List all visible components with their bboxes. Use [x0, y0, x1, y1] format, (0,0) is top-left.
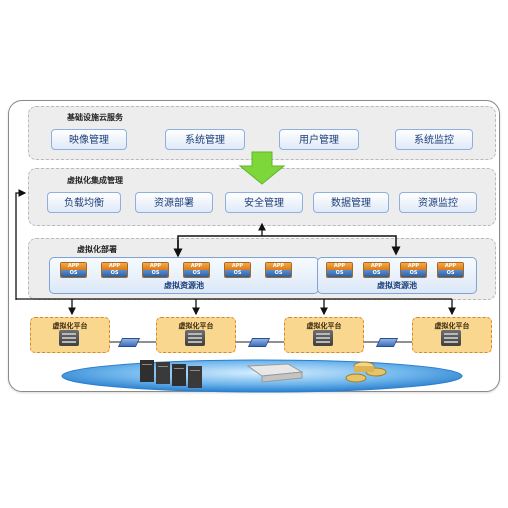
- deployment-title: 虚拟化部署: [77, 245, 117, 254]
- platform-label: 虚拟化平台: [52, 322, 88, 330]
- pool-label: 虚拟资源池: [377, 281, 417, 290]
- vm-app-label: APP: [327, 263, 352, 270]
- vm-app-label: APP: [61, 263, 86, 270]
- service-image-management: 映像管理: [51, 129, 127, 150]
- vm-app-label: APP: [266, 263, 291, 270]
- infra-cloud-title: 基础设施云服务: [67, 113, 123, 122]
- green-down-arrow: [238, 151, 286, 185]
- vm-os-label: OS: [327, 270, 352, 277]
- service-data-management: 数据管理: [313, 192, 389, 213]
- virtualization-platform-1: 虚拟化平台: [30, 317, 110, 353]
- vm-os-label: OS: [184, 270, 209, 277]
- service-system-management: 系统管理: [165, 129, 245, 150]
- vm-os-label: OS: [61, 270, 86, 277]
- vm-os-label: OS: [266, 270, 291, 277]
- vm-app-label: APP: [401, 263, 426, 270]
- platform-label: 虚拟化平台: [434, 322, 470, 330]
- server-icon: [185, 330, 205, 346]
- vm-app-label: APP: [184, 263, 209, 270]
- service-security-management: 安全管理: [225, 192, 303, 213]
- virtualization-platform-2: 虚拟化平台: [156, 317, 236, 353]
- pool-label: 虚拟资源池: [164, 281, 204, 290]
- server-icon: [441, 330, 461, 346]
- vm-app-label: APP: [225, 263, 250, 270]
- virtualization-platform-4: 虚拟化平台: [412, 317, 492, 353]
- virtualization-platform-3: 虚拟化平台: [284, 317, 364, 353]
- service-resource-monitoring: 资源监控: [399, 192, 477, 213]
- server-icon: [313, 330, 333, 346]
- integration-title: 虚拟化集成管理: [67, 176, 123, 185]
- service-resource-deployment: 资源部署: [135, 192, 213, 213]
- service-user-management: 用户管理: [279, 129, 359, 150]
- vm-app-label: APP: [438, 263, 463, 270]
- vm-app-label: APP: [143, 263, 168, 270]
- vm-os-label: OS: [225, 270, 250, 277]
- platform-label: 虚拟化平台: [306, 322, 342, 330]
- vm-os-label: OS: [401, 270, 426, 277]
- pool-link-bracket: [177, 235, 401, 256]
- server-icon: [59, 330, 79, 346]
- vm-app-label: APP: [364, 263, 389, 270]
- feedback-line: [15, 189, 27, 300]
- vm-os-label: OS: [364, 270, 389, 277]
- vm-app-label: APP: [102, 263, 127, 270]
- vm-os-label: OS: [143, 270, 168, 277]
- vm-os-label: OS: [438, 270, 463, 277]
- platform-label: 虚拟化平台: [178, 322, 214, 330]
- storage-device-icon: [246, 363, 304, 383]
- database-icon: [345, 361, 387, 383]
- infra-cloud-layer: 基础设施云服务 映像管理 系统管理 用户管理 系统监控: [28, 106, 496, 160]
- server-rack-icon: [140, 360, 202, 388]
- integration-layer: 虚拟化集成管理 负载均衡 资源部署 安全管理 数据管理 资源监控: [28, 168, 496, 226]
- vm-os-label: OS: [102, 270, 127, 277]
- service-system-monitoring: 系统监控: [395, 129, 473, 150]
- service-load-balancing: 负载均衡: [47, 192, 121, 213]
